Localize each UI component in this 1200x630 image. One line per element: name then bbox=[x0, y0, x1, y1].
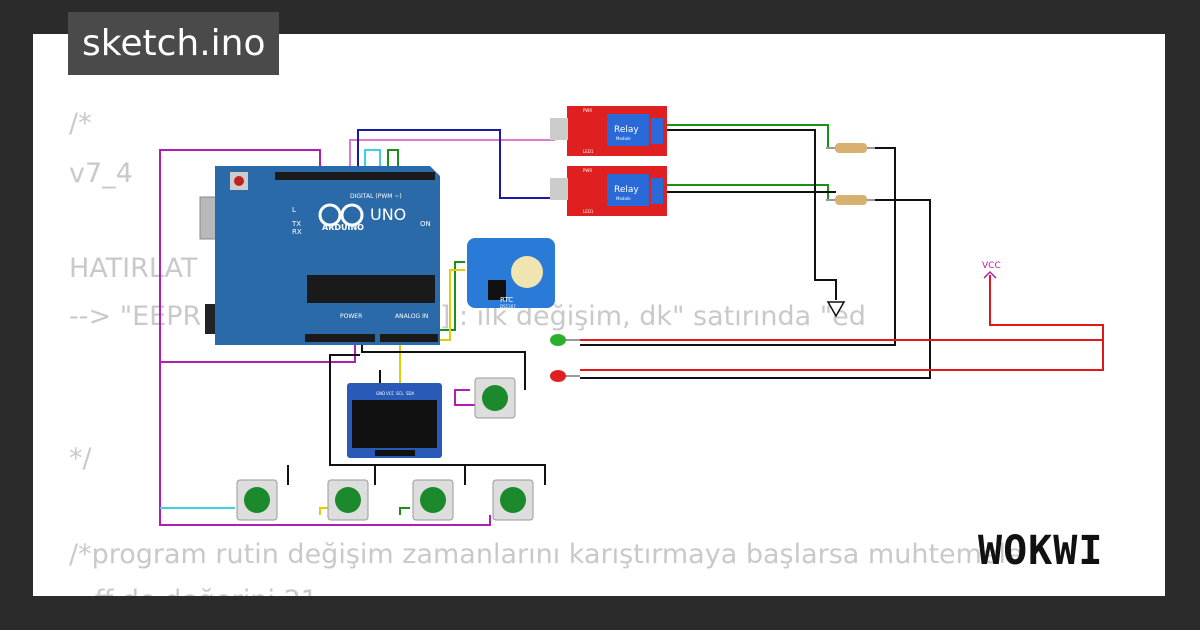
vcc-label: VCC bbox=[982, 261, 1001, 271]
oled-display[interactable]: GND VCC SCL SDA bbox=[347, 383, 442, 458]
relay-module-1[interactable]: Relay Module PWR LED1 bbox=[550, 106, 667, 156]
green-wire bbox=[387, 149, 399, 172]
power-header bbox=[305, 334, 375, 342]
oled-pin-sda: SDA bbox=[406, 391, 415, 396]
yellow-wire bbox=[319, 507, 330, 515]
digital-label: DIGITAL (PWM ~) bbox=[350, 193, 402, 200]
resistor-2[interactable] bbox=[826, 195, 875, 205]
relay-label: Relay bbox=[614, 185, 639, 195]
relay-top-label: PWR bbox=[583, 108, 592, 113]
arduino-uno-board[interactable]: DIGITAL (PWM ~) ARDUINO UNO ON L TX RX P… bbox=[199, 166, 440, 345]
led-label-l: L bbox=[292, 206, 296, 214]
led-label-rx: RX bbox=[292, 228, 302, 236]
ground-icon bbox=[826, 301, 846, 318]
purple-wire bbox=[160, 345, 356, 363]
cyan-wire bbox=[364, 149, 381, 172]
led-label-tx: TX bbox=[291, 220, 301, 228]
push-button[interactable] bbox=[474, 377, 516, 419]
red-wire bbox=[989, 275, 1104, 340]
analog-label: ANALOG IN bbox=[395, 313, 428, 320]
red-led[interactable] bbox=[550, 370, 580, 382]
purple-wire bbox=[454, 389, 478, 406]
resistor-1[interactable] bbox=[826, 143, 875, 153]
relay-bottom-label: LED1 bbox=[583, 149, 594, 154]
code-line: /*program rutin değişim zamanlarını karı… bbox=[69, 539, 1023, 570]
arduino-logo-icon bbox=[318, 203, 342, 227]
push-button[interactable] bbox=[412, 479, 454, 521]
relay-sub-label: Module bbox=[616, 136, 631, 141]
black-wire bbox=[580, 147, 896, 346]
rtc-label: RTC bbox=[500, 296, 513, 304]
black-wire bbox=[580, 199, 931, 379]
green-led[interactable] bbox=[550, 334, 580, 346]
oled-pin-scl: SCL bbox=[396, 391, 404, 396]
push-button[interactable] bbox=[327, 479, 369, 521]
vcc-symbol: VCC bbox=[982, 261, 1001, 279]
analog-header bbox=[380, 334, 438, 342]
relay-sub-label: Module bbox=[616, 196, 631, 201]
code-line: HATIRLAT bbox=[69, 253, 198, 284]
black-wire bbox=[361, 345, 526, 390]
relay-top-label: PWR bbox=[583, 168, 592, 173]
code-line: v7_4 bbox=[69, 158, 133, 189]
rtc-module[interactable]: RTC DS1307 bbox=[467, 238, 555, 309]
green-wire bbox=[665, 184, 829, 200]
oled-pin-gnd: GND bbox=[376, 391, 385, 396]
yellow-wire bbox=[399, 269, 465, 390]
on-label: ON bbox=[420, 220, 431, 228]
rtc-sub-label: DS1307 bbox=[500, 304, 516, 309]
red-wire bbox=[580, 339, 1104, 371]
arduino-model: UNO bbox=[370, 205, 406, 224]
blue-wire bbox=[357, 129, 555, 199]
relay-bottom-label: LED1 bbox=[583, 209, 594, 214]
oled-pin-vcc: VCC bbox=[386, 391, 395, 396]
relay-label: Relay bbox=[614, 125, 639, 135]
purple-wire bbox=[300, 515, 491, 526]
green-wire bbox=[399, 507, 410, 515]
power-label: POWER bbox=[340, 313, 362, 320]
code-line: /* bbox=[69, 108, 92, 139]
file-title-tab[interactable]: sketch.ino bbox=[68, 12, 280, 75]
relay-module-2[interactable]: Relay Module PWR LED1 bbox=[550, 166, 667, 216]
code-line: */ bbox=[69, 443, 92, 474]
battery-icon bbox=[511, 256, 543, 288]
push-button[interactable] bbox=[236, 479, 278, 521]
purple-wire bbox=[349, 139, 555, 172]
arduino-brand: ARDUINO bbox=[322, 223, 364, 232]
code-line: --> "EEPR +8,0); //odelay[0] : ilk değiş… bbox=[69, 301, 866, 332]
push-button[interactable] bbox=[492, 479, 534, 521]
wokwi-logo: WOKWI bbox=[978, 528, 1104, 574]
code-line: ...ff de değerini 21... bbox=[69, 586, 344, 597]
black-wire bbox=[329, 354, 546, 485]
green-wire bbox=[665, 124, 829, 148]
black-wire bbox=[665, 129, 837, 300]
microcontroller-chip bbox=[307, 275, 435, 303]
purple-wire bbox=[159, 149, 321, 526]
digital-header bbox=[275, 172, 435, 180]
